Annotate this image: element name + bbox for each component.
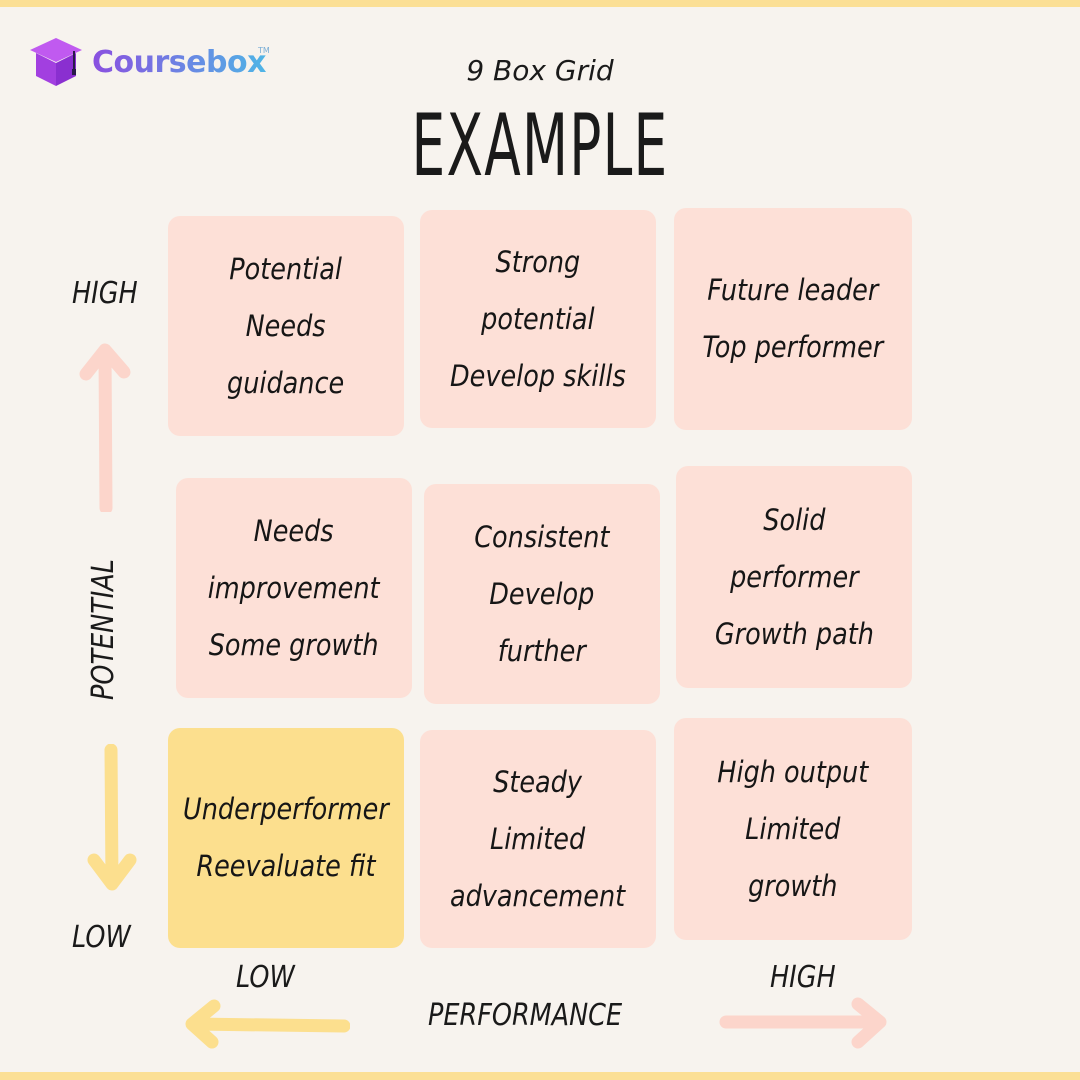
arrow-left-icon: [185, 999, 350, 1049]
page-title: EXAMPLE: [411, 96, 669, 196]
cell-text: Future leader Top performer: [702, 273, 884, 364]
cell-high-potential-low-performance: Potential Needs guidance: [168, 216, 404, 436]
cell-mid-potential-mid-performance: Consistent Develop further: [424, 484, 660, 704]
trademark-mark: TM: [258, 46, 270, 55]
page-subtitle: 9 Box Grid: [466, 54, 614, 87]
cell-low-potential-mid-performance: Steady Limited advancement: [420, 730, 656, 948]
cell-mid-potential-low-performance: Needs improvement Some growth: [176, 478, 412, 698]
cell-text: Needs improvement Some growth: [208, 513, 380, 662]
cell-text: Consistent Develop further: [474, 519, 610, 668]
x-axis-low-label: LOW: [236, 960, 295, 995]
y-axis-low-label: LOW: [72, 920, 131, 955]
cell-mid-potential-high-performance: Solid performer Growth path: [676, 466, 912, 688]
cell-text: High output Limited growth: [717, 754, 869, 903]
graduation-cap-icon: [30, 38, 82, 86]
x-axis-title: PERFORMANCE: [428, 998, 623, 1033]
cell-text: Strong potential Develop skills: [450, 244, 626, 393]
arrow-right-icon: [719, 997, 887, 1049]
cell-high-potential-high-performance: Future leader Top performer: [674, 208, 912, 430]
cell-low-potential-low-performance: Underperformer Reevaluate fit: [168, 728, 404, 948]
y-axis-high-label: HIGH: [72, 276, 138, 311]
cell-text: Steady Limited advancement: [450, 764, 626, 913]
cell-low-potential-high-performance: High output Limited growth: [674, 718, 912, 940]
x-axis-high-label: HIGH: [770, 960, 836, 995]
cell-text: Solid performer Growth path: [714, 502, 874, 651]
top-decor-band: [0, 0, 1080, 7]
y-axis-title: POTENTIAL: [86, 559, 121, 700]
brand-name: Coursebox: [92, 44, 266, 80]
cell-high-potential-mid-performance: Strong potential Develop skills: [420, 210, 656, 428]
arrow-down-icon: [87, 744, 137, 891]
brand-logo: Coursebox TM: [28, 34, 270, 90]
cell-text: Underperformer Reevaluate fit: [183, 792, 389, 883]
arrow-up-icon: [79, 343, 131, 512]
bottom-decor-band: [0, 1072, 1080, 1080]
cell-text: Potential Needs guidance: [227, 251, 345, 400]
